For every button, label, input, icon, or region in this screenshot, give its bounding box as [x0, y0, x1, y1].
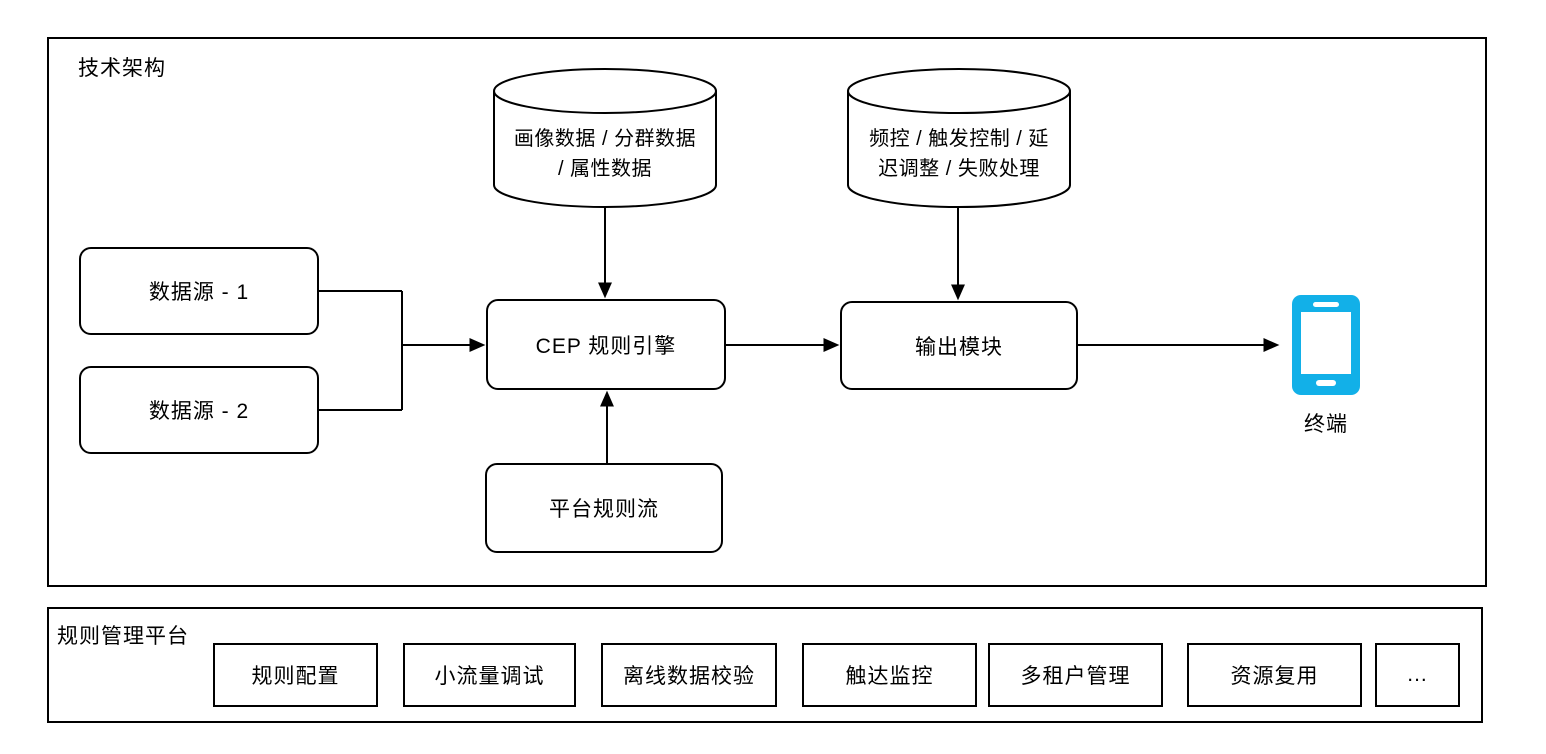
chip-resource-reuse: 资源复用 — [1187, 643, 1362, 707]
control-data-store: 频控 / 触发控制 / 延 迟调整 / 失败处理 — [847, 68, 1071, 208]
database-icon — [493, 68, 717, 208]
control-data-store-label: 频控 / 触发控制 / 延 迟调整 / 失败处理 — [869, 128, 1049, 180]
chip-rule-config: 规则配置 — [213, 643, 378, 707]
database-icon — [847, 68, 1071, 208]
node-platform-rule-flow: 平台规则流 — [485, 463, 723, 553]
tech-architecture-title: 技术架构 — [78, 57, 166, 80]
phone-icon — [1292, 295, 1360, 395]
terminal-node: 终端 — [1292, 295, 1360, 436]
rule-management-panel — [47, 607, 1483, 723]
node-datasource-1: 数据源 - 1 — [79, 247, 319, 335]
node-output-module: 输出模块 — [840, 301, 1078, 390]
profile-data-store-label: 画像数据 / 分群数据 / 属性数据 — [513, 128, 697, 180]
node-cep-engine: CEP 规则引擎 — [486, 299, 726, 390]
chip-offline-data-verify: 离线数据校验 — [601, 643, 777, 707]
rule-management-title: 规则管理平台 — [57, 625, 189, 648]
chip-more: ... — [1375, 643, 1460, 707]
terminal-label: 终端 — [1304, 413, 1348, 436]
node-datasource-2: 数据源 - 2 — [79, 366, 319, 454]
chip-reach-monitoring: 触达监控 — [802, 643, 977, 707]
chip-multi-tenant-management: 多租户管理 — [988, 643, 1163, 707]
profile-data-store: 画像数据 / 分群数据 / 属性数据 — [493, 68, 717, 208]
chip-small-traffic-debug: 小流量调试 — [403, 643, 576, 707]
tech-architecture-panel — [47, 37, 1487, 587]
